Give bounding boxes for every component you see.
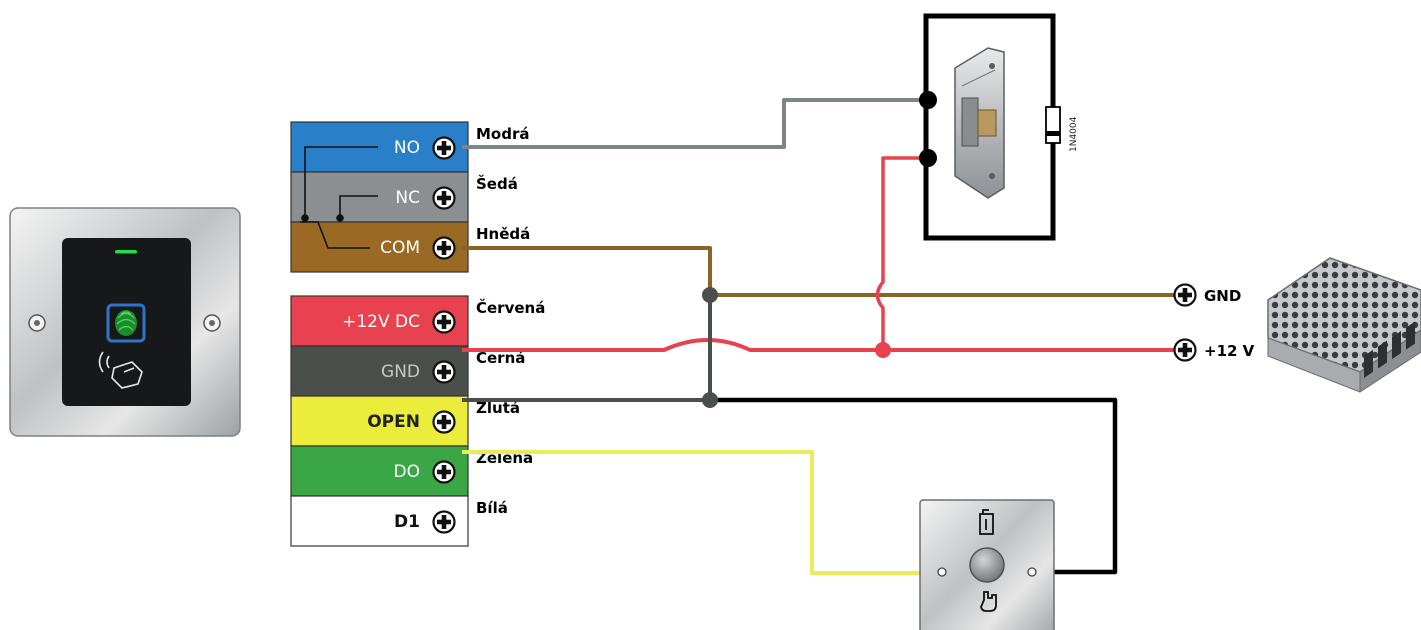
wire-label-d1: Bílá: [476, 499, 508, 517]
terminal-no-label: NO: [394, 138, 420, 158]
junction-black: [702, 392, 718, 408]
terminal-nc-screw-icon: [432, 186, 456, 210]
wire-label-open: Žlutá: [476, 398, 520, 417]
wire-label-nc: Šedá: [476, 174, 518, 193]
relay-internal-lines: [300, 146, 378, 249]
terminal-d1-screw-icon: [432, 510, 456, 534]
hand-press-icon: [980, 591, 997, 612]
fingerprint-icon: [106, 303, 146, 343]
terminal-gnd-screw-icon: [432, 360, 456, 384]
wire-com-to-gnd: [462, 246, 1185, 297]
terminal-do-label: DO: [394, 462, 420, 482]
terminal-p12-screw-icon: [432, 310, 456, 334]
terminal-com-screw-icon: [432, 236, 456, 260]
terminal-no-screw-icon: [432, 136, 456, 160]
psu-gnd-screw-icon: [1173, 283, 1197, 307]
wire-label-com: Hnědá: [476, 225, 530, 243]
door-icon: [979, 509, 994, 535]
terminal-p12: +12V DC Červená: [290, 295, 545, 347]
terminal-open-label: OPEN: [367, 412, 420, 432]
wire-no-to-lock: [462, 98, 928, 149]
power-supply-unit-icon: [1267, 257, 1421, 393]
lock-terminal-1: [919, 91, 937, 109]
wire-open-to-exit: [462, 450, 920, 575]
diode-icon: [1045, 106, 1061, 144]
junction-red: [875, 342, 891, 358]
wires: [462, 98, 1185, 575]
psu-gnd-label: GND: [1204, 287, 1241, 305]
psu-plus-screw-icon: [1173, 338, 1197, 362]
hand-card-icon: [98, 351, 143, 389]
power-supply: GND +12 V: [1173, 257, 1421, 393]
wire-plus12-to-psu: [462, 338, 1185, 352]
terminal-p12-label: +12V DC: [342, 312, 420, 332]
wire-label-gnd: Černá: [476, 348, 525, 367]
status-led: [115, 250, 137, 254]
lock-strike-icon: [954, 47, 1005, 199]
wire-label-no: Modrá: [476, 125, 530, 143]
wire-gnd-to-exit: [710, 397, 1118, 575]
terminal-nc: NC Šedá: [290, 171, 518, 223]
terminal-open-screw-icon: [432, 410, 456, 434]
wire-label-p12: Červená: [476, 298, 545, 317]
terminal-open: OPEN Žlutá: [290, 395, 520, 447]
terminal-d1-label: D1: [394, 512, 420, 532]
terminal-gnd: GND Černá: [290, 345, 525, 397]
psu-plus-label: +12 V: [1204, 342, 1255, 360]
wire-lock-to-plus12: [875, 156, 928, 350]
access-reader: [9, 207, 241, 437]
exit-push-button: [969, 547, 1005, 583]
diode-label: 1N4004: [1069, 116, 1079, 152]
junction-brown: [702, 287, 718, 303]
exit-button: [919, 499, 1055, 630]
electric-lock: 1N4004: [919, 13, 1079, 241]
terminal-nc-label: NC: [395, 188, 420, 208]
terminal-com-label: COM: [380, 238, 420, 258]
terminal-gnd-label: GND: [381, 362, 420, 382]
terminal-d1: D1 Bílá: [290, 495, 508, 547]
lock-terminal-2: [919, 149, 937, 167]
terminal-do-screw-icon: [432, 460, 456, 484]
